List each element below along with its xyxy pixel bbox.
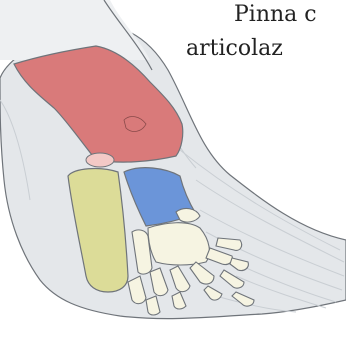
caption-box: Pinna c articolaz (182, 0, 346, 70)
caption-line-1: Pinna c (234, 2, 317, 28)
caption-line-2: articolaz (186, 36, 283, 62)
elbow-joint (86, 153, 114, 167)
